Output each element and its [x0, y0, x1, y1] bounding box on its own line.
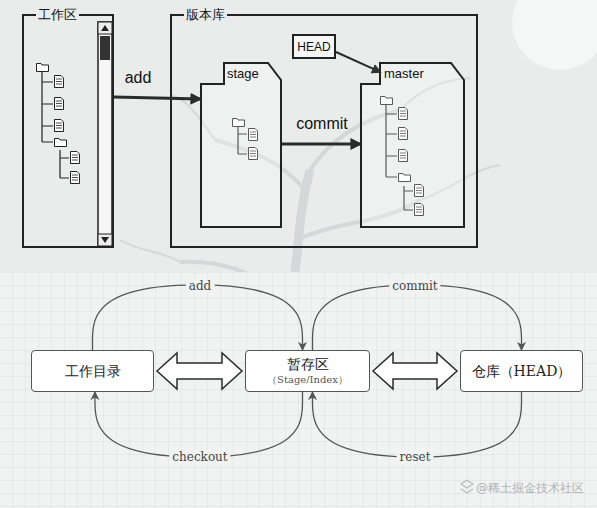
folder-outline-path	[201, 63, 281, 227]
moon-shape	[512, 0, 597, 70]
grid-lines	[0, 272, 597, 508]
box-title: 暂存区	[287, 355, 329, 373]
process-box: 仓库（HEAD）	[460, 350, 583, 392]
scrollbar-arrow	[101, 25, 109, 31]
scrollbar-button	[98, 22, 112, 34]
area-title: 工作区	[36, 6, 79, 24]
pointer-box: HEAD	[292, 34, 336, 59]
folder-icon	[55, 139, 67, 147]
branch-folder: stage	[200, 62, 282, 228]
edge-label: add	[125, 69, 152, 87]
double-arrow	[157, 353, 242, 389]
flow-arrow	[313, 392, 522, 457]
edge-label: reset	[397, 450, 434, 464]
connector-arrow	[114, 97, 200, 99]
watermark-logo	[461, 480, 473, 493]
file-icon	[71, 152, 80, 164]
double-arrow	[373, 353, 457, 389]
folder-outline	[200, 62, 282, 228]
file-icon	[55, 98, 64, 110]
edge-label: checkout	[169, 450, 230, 464]
edge-label: commit	[389, 279, 440, 293]
flow-arrow	[313, 285, 522, 350]
edge-label: commit	[296, 115, 348, 133]
area-frame: 版本库HEADstagemaster	[170, 14, 478, 248]
watermark-text: @稀土掘金技术社区	[476, 480, 584, 497]
area-title: 版本库	[184, 6, 227, 24]
scrollbar-button	[98, 234, 112, 246]
pointer-name: HEAD	[297, 40, 330, 54]
file-tree	[37, 64, 80, 184]
process-box: 暂存区（Stage/Index）	[245, 350, 370, 392]
folder-outline	[360, 62, 465, 228]
folder-icon	[37, 64, 49, 72]
file-icon	[55, 76, 64, 88]
area-frame: 工作区	[22, 14, 114, 248]
scrollbar-arrow	[101, 237, 109, 243]
branch-folder: master	[360, 62, 465, 228]
connector-arrow	[336, 52, 380, 72]
file-icon	[55, 120, 64, 132]
scrollbar-thumb	[100, 36, 110, 60]
connector-arrow	[282, 143, 360, 146]
scrollbar	[98, 22, 112, 246]
tree-lines	[42, 72, 69, 178]
flow-arrow	[93, 285, 303, 350]
edge-label: add	[186, 279, 215, 293]
folder-name: master	[384, 66, 424, 81]
folder-outline-path	[361, 63, 464, 227]
box-subtitle: （Stage/Index）	[267, 373, 348, 387]
box-title: 仓库（HEAD）	[472, 362, 572, 380]
scrollbar-track	[98, 22, 112, 246]
file-icon	[71, 172, 80, 184]
process-box: 工作目录	[31, 350, 154, 392]
flow-arrow	[95, 392, 303, 457]
box-title: 工作目录	[65, 362, 121, 380]
grid-background	[0, 272, 597, 508]
folder-name: stage	[227, 66, 259, 81]
